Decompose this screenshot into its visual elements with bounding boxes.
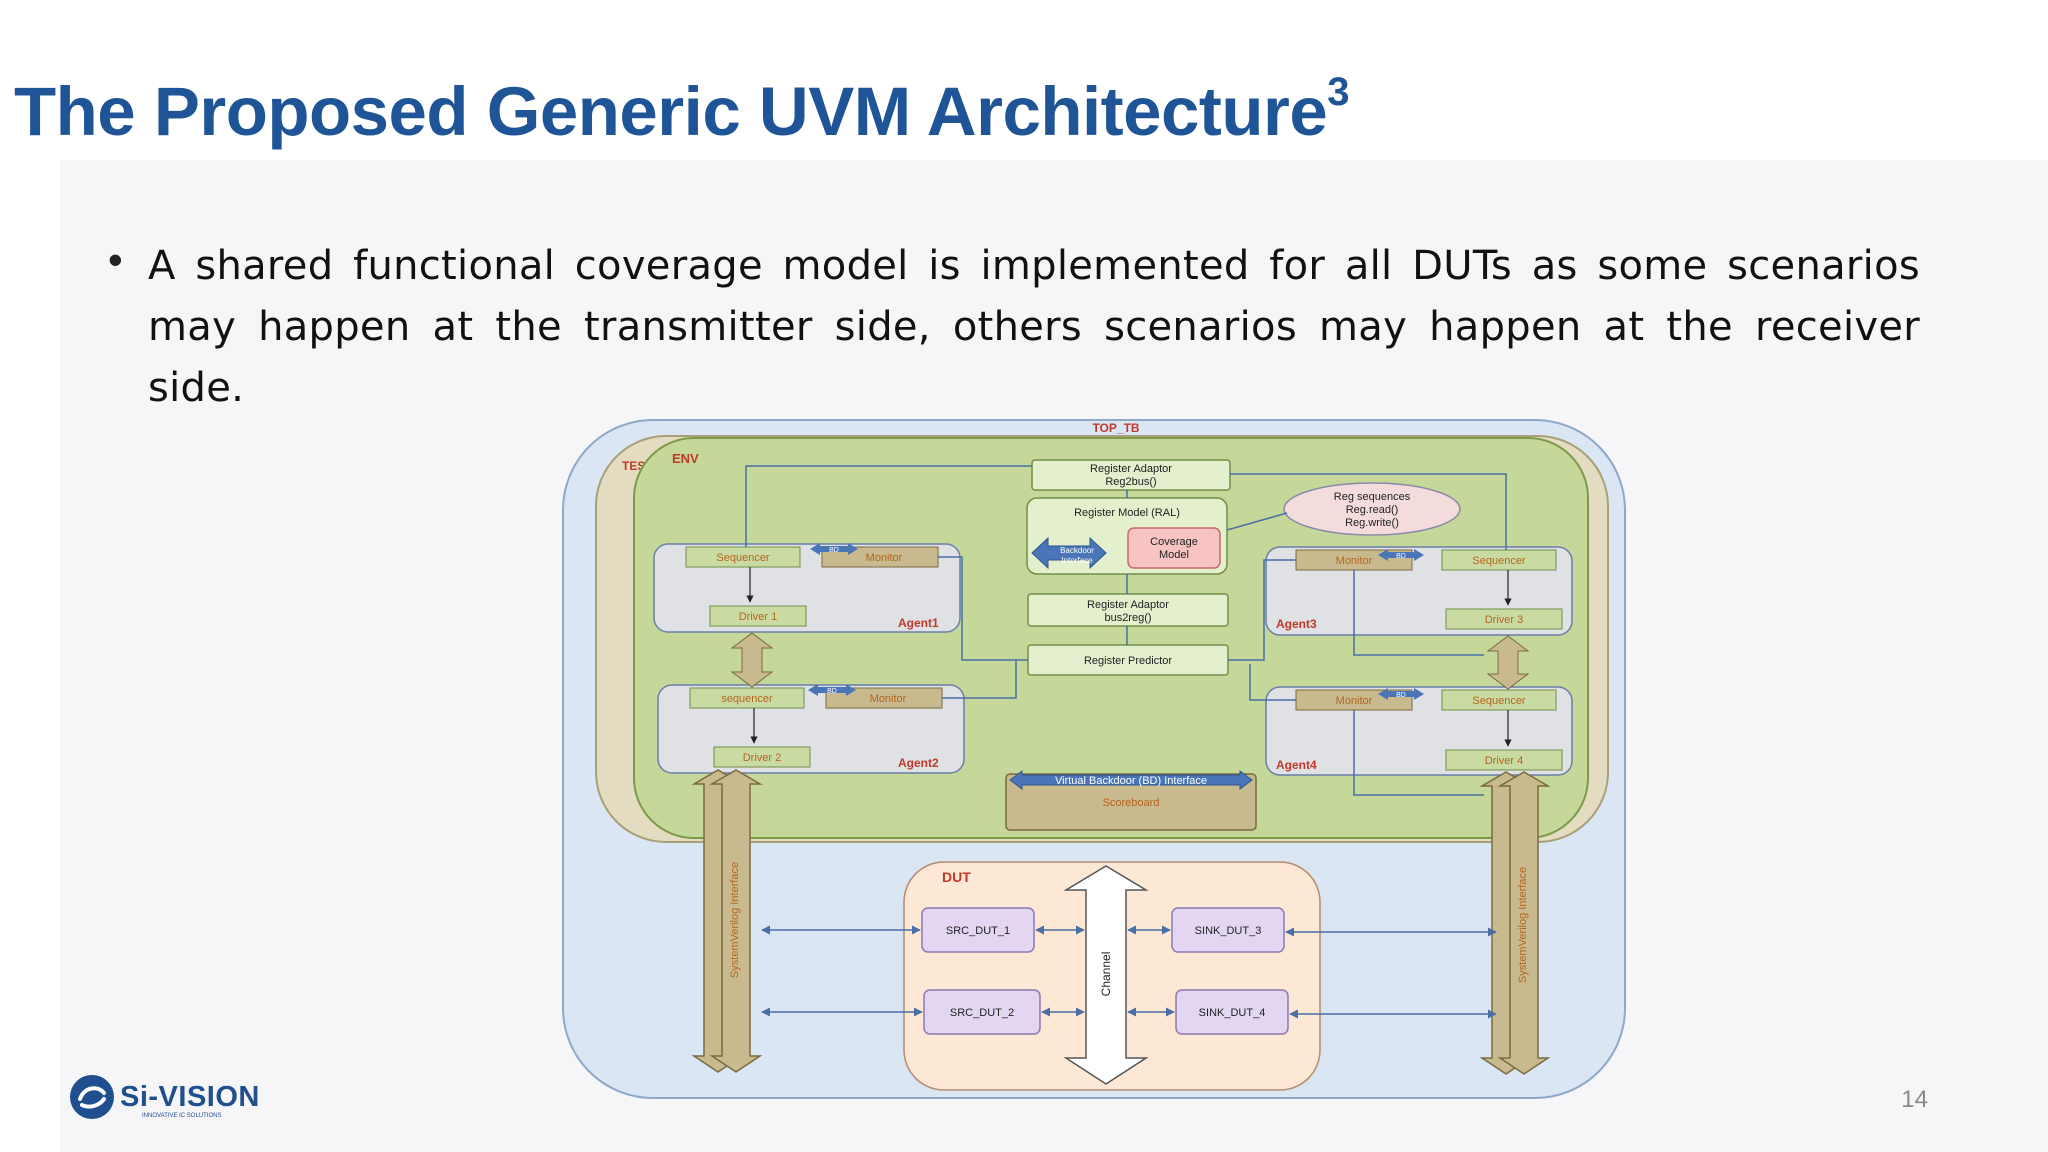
line-agent3-monitor-down — [1353, 570, 1484, 656]
src-dut-2-label: SRC_DUT_2 — [950, 1007, 1014, 1019]
agent3-agent4-tan-arrow — [1486, 635, 1530, 690]
agent2-label: Agent2 — [898, 756, 939, 770]
agent1-driver — [709, 605, 807, 627]
scoreboard — [1005, 773, 1257, 831]
line-reg-adaptor-to-agent3 — [1230, 473, 1507, 550]
right-sv-interface-arrow-inner — [1497, 771, 1551, 1075]
agent4-bd-arrow — [1378, 688, 1424, 700]
agent3-driver — [1445, 608, 1563, 630]
register-adaptor-reg2bus — [1031, 459, 1231, 491]
right-sv-interface-label: SystemVerilog Interface — [1517, 867, 1529, 983]
agent4-bd-label: BD — [1396, 692, 1406, 699]
src-dut-1-label: SRC_DUT_1 — [946, 925, 1010, 937]
agent3-monitor-label: Monitor — [1336, 555, 1373, 567]
agent2-driver — [713, 746, 811, 768]
agent2-sequencer-label: sequencer — [721, 693, 773, 705]
agent4-label: Agent4 — [1276, 758, 1317, 772]
si-vision-logo: Si-VISION INNOVATIVE IC SOLUTIONS — [68, 1073, 268, 1123]
line-agent3-monitor-to-predictor — [1228, 559, 1296, 661]
register-adaptor-bus2reg — [1027, 593, 1229, 627]
agent3-bd-arrow — [1378, 549, 1424, 561]
agent4-driver — [1445, 749, 1563, 771]
line-agent4-monitor-down — [1353, 710, 1484, 796]
agent1-sequencer-label: Sequencer — [716, 552, 770, 564]
agent1-bd-label: BD — [829, 547, 839, 554]
scoreboard-label: Scoreboard — [1103, 797, 1160, 809]
agent4-sequencer — [1441, 689, 1557, 711]
reg-adaptor-top-line1: Register Adaptor — [1090, 463, 1172, 475]
page-number: 14 — [1901, 1086, 1928, 1113]
logo-wordmark: Si-VISION — [120, 1081, 260, 1113]
env-label: ENV — [672, 451, 699, 466]
agent1-bd-arrow — [810, 543, 858, 555]
backdoor-line1: Backdoor — [1060, 546, 1094, 555]
reg-seq-line2: Reg.read() — [1346, 504, 1399, 516]
virtual-bd-label: Virtual Backdoor (BD) Interface — [1055, 775, 1207, 787]
register-predictor-label: Register Predictor — [1084, 655, 1172, 667]
coverage-model — [1127, 527, 1221, 569]
left-sv-interface-arrow-inner — [709, 769, 763, 1073]
agent1-label: Agent1 — [898, 616, 939, 630]
agent2-monitor-label: Monitor — [870, 693, 907, 705]
reg-adaptor-bottom-line2: bus2reg() — [1104, 612, 1151, 624]
sink-dut-3 — [1171, 907, 1285, 953]
src-dut-2 — [923, 989, 1041, 1035]
agent3-label: Agent3 — [1276, 617, 1317, 631]
slide-title: The Proposed Generic UVM Architecture3 — [14, 70, 1350, 151]
si-vision-logo-icon — [70, 1075, 114, 1119]
line-agent4-monitor-to-predictor — [1249, 664, 1296, 701]
agent1-monitor-label: Monitor — [866, 552, 903, 564]
channel-label: Channel — [1099, 952, 1113, 997]
agent1-agent2-tan-arrow — [730, 632, 774, 688]
title-superscript: 3 — [1327, 70, 1350, 114]
line-agent2-monitor-to-predictor — [942, 660, 1017, 699]
agent3-sequencer — [1441, 549, 1557, 571]
reg-adaptor-bottom-line1: Register Adaptor — [1087, 599, 1169, 611]
agent2-driver-label: Driver 2 — [743, 752, 782, 764]
agent2-bd-arrow — [808, 684, 856, 696]
line-agent1-monitor-to-predictor — [938, 556, 1028, 661]
agent4-monitor-label: Monitor — [1336, 695, 1373, 707]
left-sv-interface-label: SystemVerilog Interface — [729, 862, 741, 978]
agent3-bd-label: BD — [1396, 553, 1406, 560]
channel-arrow — [1063, 865, 1149, 1085]
coverage-line1: Coverage — [1150, 536, 1198, 548]
backdoor-interface-arrow — [1031, 536, 1107, 570]
top-tb-label: TOP_TB — [1092, 421, 1139, 435]
reg-sequences-ellipse — [1283, 482, 1461, 536]
agent2-sequencer — [689, 687, 805, 709]
agent2-bd-label: BD — [827, 688, 837, 695]
title-text: The Proposed Generic UVM Architecture — [14, 73, 1328, 150]
agent3-driver-label: Driver 3 — [1485, 614, 1524, 626]
agent3-sequencer-label: Sequencer — [1472, 555, 1526, 567]
sink-dut-4 — [1175, 989, 1289, 1035]
register-model-label: Register Model (RAL) — [1074, 507, 1180, 519]
src-dut-1 — [921, 907, 1035, 953]
logo-tagline: INNOVATIVE IC SOLUTIONS — [142, 1113, 222, 1119]
agent1-driver-label: Driver 1 — [739, 611, 778, 623]
virtual-bd-interface-arrow — [1009, 770, 1253, 790]
line-reg-adaptor-to-agent1 — [745, 465, 1032, 547]
reg-seq-line1: Reg sequences — [1334, 491, 1411, 503]
dut-label: DUT — [942, 869, 971, 885]
bullet-dot-icon: • — [108, 236, 123, 283]
reg-adaptor-top-line2: Reg2bus() — [1105, 476, 1156, 488]
agent1-sequencer — [685, 546, 801, 568]
bullet-text: A shared functional coverage model is im… — [148, 243, 1920, 411]
sink-dut-4-label: SINK_DUT_4 — [1199, 1007, 1266, 1019]
reg-seq-connector — [1226, 512, 1288, 531]
agent4-driver-label: Driver 4 — [1485, 755, 1524, 767]
reg-seq-line3: Reg.write() — [1345, 517, 1399, 529]
coverage-line2: Model — [1159, 549, 1189, 561]
agent4-sequencer-label: Sequencer — [1472, 695, 1526, 707]
backdoor-line2: Interface — [1061, 556, 1093, 565]
sink-dut-3-label: SINK_DUT_3 — [1195, 925, 1262, 937]
